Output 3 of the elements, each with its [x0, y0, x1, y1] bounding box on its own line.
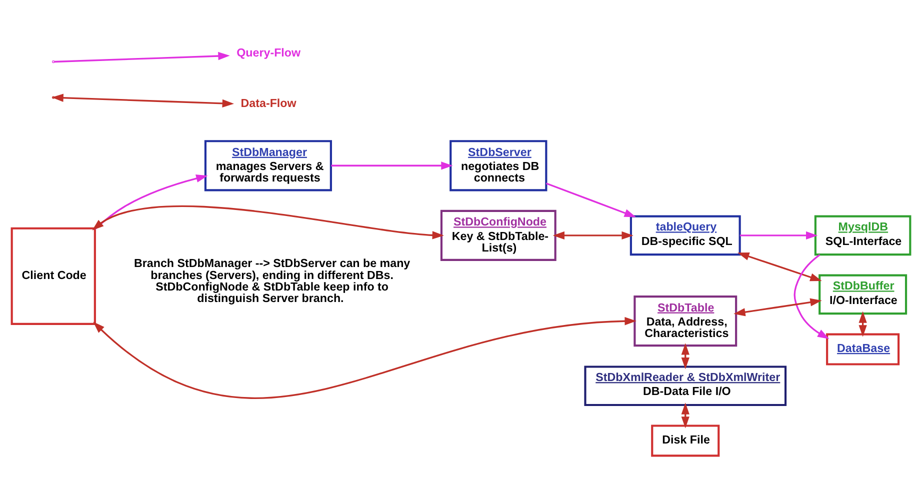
legend-label: Data-Flow: [240, 97, 296, 110]
label: Branch StDbManager --> StDbServer can be many branches (Servers), ending in different DBs. StDbConfigNode & StDbTable keep info to distinguish Server branch.: [134, 257, 410, 306]
legend-label: Query-Flow: [236, 46, 301, 60]
